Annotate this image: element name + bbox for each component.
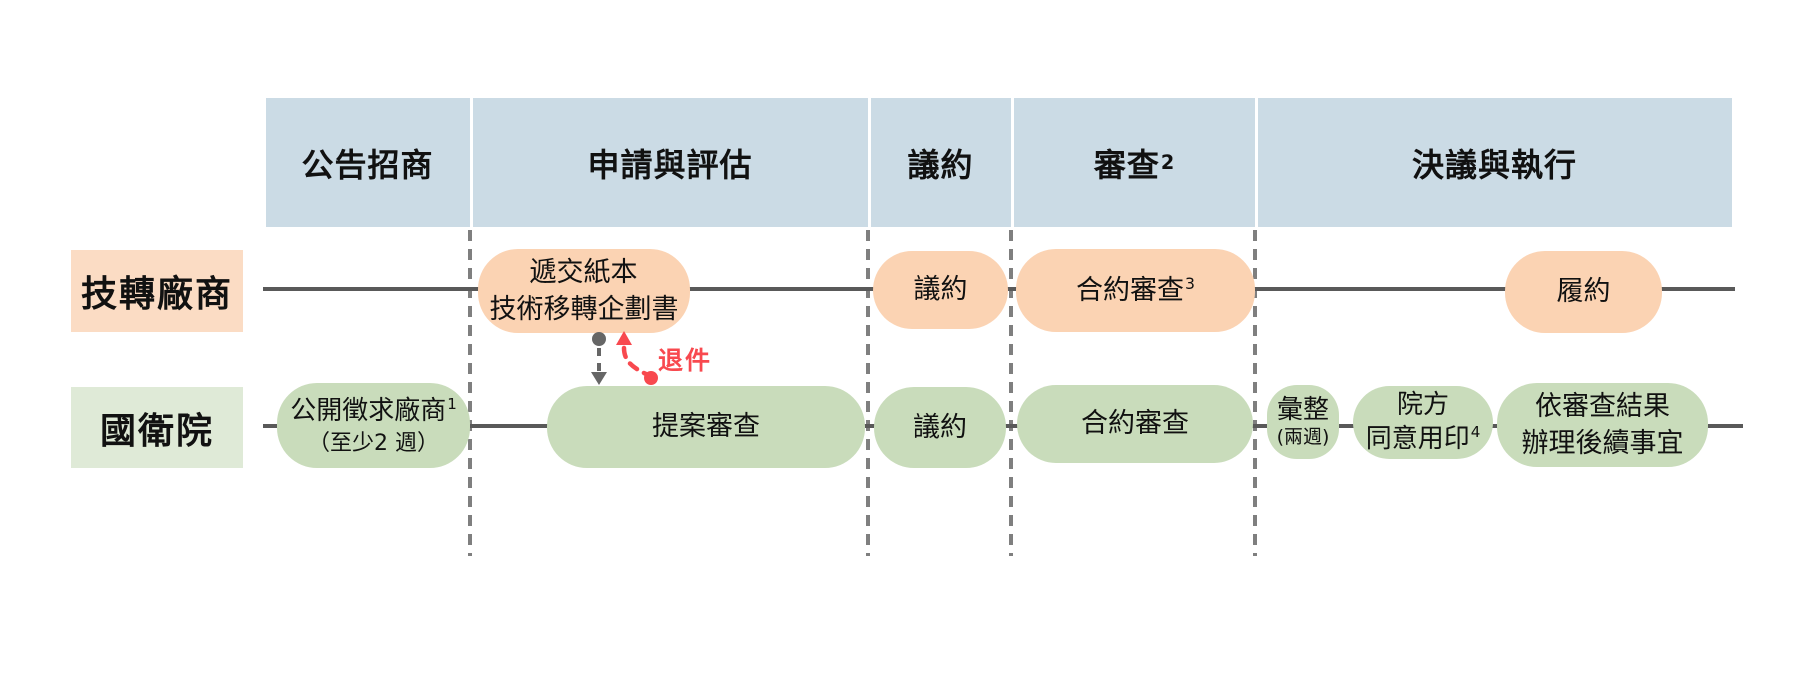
- column-divider-3: [1009, 230, 1013, 556]
- lane-label-vendor: 技轉廠商: [71, 250, 243, 332]
- header-col-announcement: 公告招商: [266, 98, 470, 227]
- box-submit-paper-plan: 遞交紙本 技術移轉企劃書: [478, 249, 690, 333]
- box-vendor-contract-review: 合約審查3: [1016, 249, 1255, 332]
- submit-down-arrow-icon: [591, 332, 607, 385]
- box-proposal-review: 提案審查: [547, 386, 865, 468]
- box-consolidation: 彙整 (兩週): [1267, 385, 1339, 459]
- box-nhri-contract-review: 合約審查: [1017, 385, 1253, 463]
- column-divider-4: [1253, 230, 1257, 556]
- box-nhri-negotiation: 議約: [874, 387, 1006, 468]
- box-vendor-negotiation: 議約: [873, 251, 1008, 329]
- column-divider-2: [866, 230, 870, 556]
- box-followup-per-review-result: 依審查結果 辦理後續事宜: [1497, 383, 1708, 467]
- return-up-arrow-icon: [616, 331, 658, 385]
- box-public-solicitation: 公開徵求廠商1 （至少2 週）: [277, 383, 470, 468]
- column-divider-1: [468, 230, 472, 556]
- box-institution-seal-approval: 院方 同意用印4: [1353, 386, 1493, 459]
- lane-label-nhri: 國衛院: [71, 387, 243, 468]
- header-col-application-evaluation: 申請與評估: [473, 98, 868, 227]
- header-col-negotiation: 議約: [871, 98, 1011, 227]
- header-col-resolution-execution: 決議與執行: [1258, 98, 1732, 227]
- submit-and-return-arrows-icon: [591, 331, 658, 385]
- box-contract-fulfillment: 履約: [1505, 251, 1662, 333]
- reject-annotation: 退件: [658, 346, 713, 375]
